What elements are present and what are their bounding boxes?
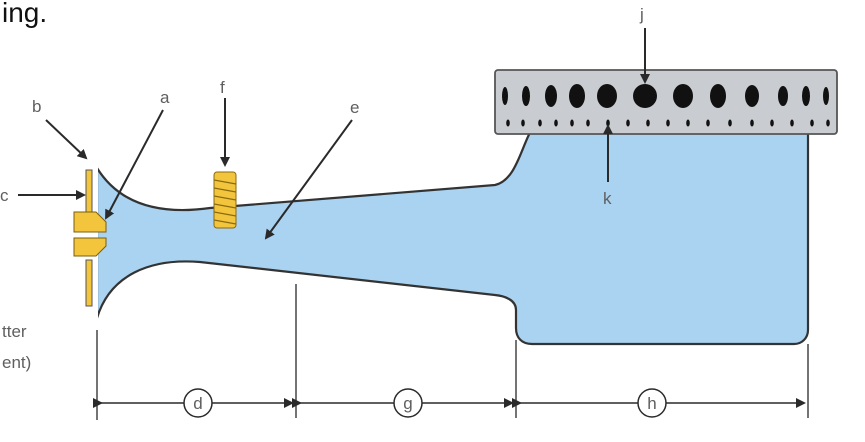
burner-port: [502, 87, 508, 105]
burner-port: [569, 84, 585, 108]
top-partial-text: ing.: [2, 0, 47, 28]
dim-label-g: g: [393, 388, 423, 418]
gas-jet-nozzle: [73, 211, 107, 257]
burner-small-port: [826, 119, 830, 127]
burner-small-port: [750, 119, 754, 127]
burner-small-port: [646, 119, 650, 127]
burner-port: [673, 84, 693, 108]
label-g: g: [403, 394, 412, 413]
burner-small-port: [626, 119, 630, 127]
label-d: d: [193, 394, 202, 413]
burner-small-port: [790, 119, 794, 127]
burner-port: [802, 86, 810, 106]
label-e: e: [350, 98, 359, 117]
burner-small-port: [586, 119, 590, 127]
label-j: j: [639, 5, 644, 24]
label-a: a: [160, 88, 170, 107]
burner-small-port: [686, 119, 690, 127]
burner-small-port: [728, 119, 732, 127]
burner-port: [823, 87, 829, 105]
burner-small-port: [554, 119, 558, 127]
burner-port: [633, 84, 657, 108]
burner-port: [778, 86, 788, 106]
burner-ports: [502, 84, 830, 127]
arrow-b: [45, 119, 88, 160]
burner-port: [710, 84, 726, 108]
dim-label-d: d: [183, 388, 213, 418]
burner-small-port: [666, 119, 670, 127]
left-partial-text-1: tter: [2, 322, 27, 341]
label-c: c: [0, 186, 9, 205]
arrow-e: [264, 119, 353, 240]
burner-port: [597, 84, 617, 108]
burner-small-port: [770, 119, 774, 127]
air-shutter-plate-bottom: [85, 259, 93, 307]
burner-small-port: [810, 119, 814, 127]
label-h: h: [647, 394, 656, 413]
burner-port: [545, 85, 557, 107]
venturi-tube-body: [95, 123, 810, 346]
burner-small-port: [506, 119, 510, 127]
burner-small-port: [570, 119, 574, 127]
label-k: k: [603, 189, 612, 208]
burner-small-port: [606, 119, 610, 127]
burner-small-port: [538, 119, 542, 127]
burner-small-port: [521, 119, 525, 127]
label-b: b: [32, 97, 41, 116]
label-f: f: [220, 78, 225, 97]
left-partial-text-2: ent): [2, 353, 31, 372]
burner-port: [745, 85, 759, 107]
burner-small-port: [706, 119, 710, 127]
dim-label-h: h: [637, 388, 667, 418]
burner-port: [522, 86, 530, 106]
arrow-a: [105, 109, 164, 220]
adjustment-screw: [213, 171, 237, 229]
